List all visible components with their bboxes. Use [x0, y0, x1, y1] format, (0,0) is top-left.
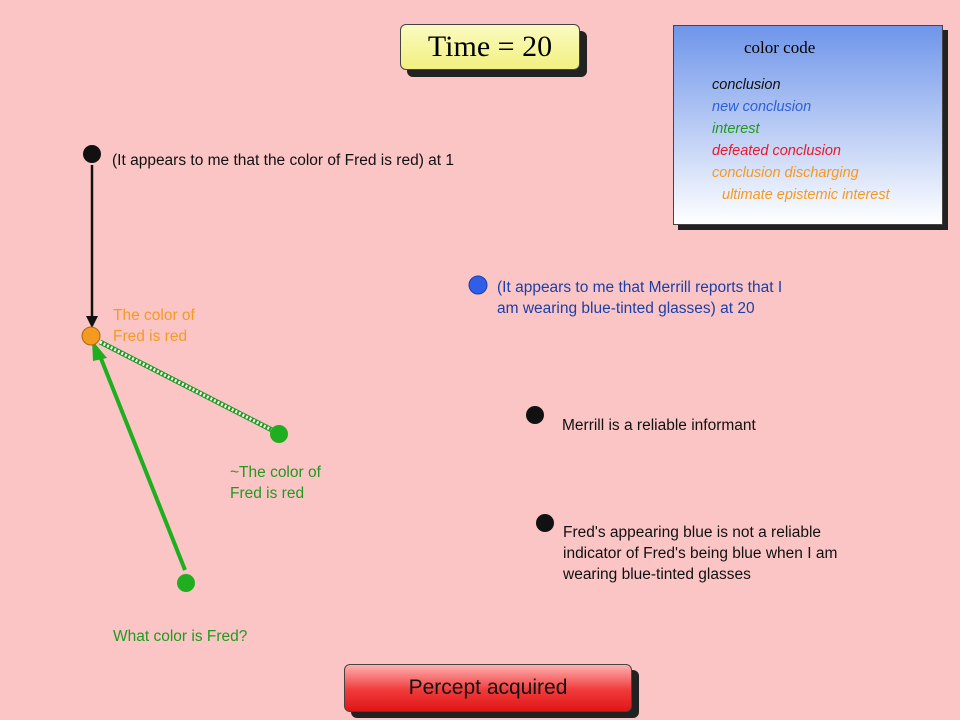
legend-item-interest: interest: [712, 121, 760, 137]
label-not-reliable-line3: wearing blue-tinted glasses: [563, 566, 751, 583]
label-not-fred-red: ~The color of Fred is red: [230, 462, 321, 504]
node-merrill-reliable: [526, 406, 544, 424]
interest-arrow: [98, 355, 187, 571]
label-not-fred-red-line2: Fred is red: [230, 485, 305, 502]
label-question: What color is Fred?: [113, 628, 248, 645]
percept-acquired-button[interactable]: Percept acquired: [344, 664, 632, 712]
time-label: Time = 20: [400, 24, 580, 70]
label-merrill-report-line2: am wearing blue-tinted glasses) at 20: [497, 300, 755, 317]
label-merrill-reliable: Merrill is a reliable informant: [562, 417, 756, 434]
label-not-reliable-line2: indicator of Fred's being blue when I am: [563, 545, 838, 562]
label-merrill-report: (It appears to me that Merrill reports t…: [497, 277, 782, 319]
arrowhead-interest-icon: [92, 340, 107, 361]
label-merrill-report-line1: (It appears to me that Merrill reports t…: [497, 279, 783, 296]
node-merrill-report: [468, 275, 488, 295]
node-fred-red: [81, 326, 101, 346]
legend-item-conclusion-discharging: conclusion discharging: [712, 165, 859, 181]
color-code-legend: color code conclusion new conclusion int…: [673, 25, 943, 225]
label-not-fred-red-line1: ~The color of: [230, 464, 321, 481]
legend-item-ultimate-epistemic-interest: ultimate epistemic interest: [722, 187, 890, 203]
label-percept-red: (It appears to me that the color of Fred…: [112, 152, 455, 169]
legend-item-defeated-conclusion: defeated conclusion: [712, 143, 841, 159]
legend-item-new-conclusion: new conclusion: [712, 99, 812, 115]
legend-title: color code: [744, 38, 816, 57]
label-not-reliable-line1: Fred's appearing blue is not a reliable: [563, 524, 822, 541]
label-fred-red-line1: The color of: [113, 307, 195, 324]
legend-item-conclusion: conclusion: [712, 77, 781, 93]
label-fred-red: The color of Fred is red: [113, 305, 195, 347]
arrowhead-percept-icon: [86, 316, 98, 328]
defeat-link: [99, 340, 273, 432]
node-not-fred-red: [270, 425, 288, 443]
node-question: [177, 574, 195, 592]
node-percept-red: [83, 145, 101, 163]
label-fred-red-line2: Fred is red: [113, 328, 188, 345]
label-not-reliable: Fred's appearing blue is not a reliable …: [563, 522, 837, 585]
node-not-reliable: [536, 514, 554, 532]
